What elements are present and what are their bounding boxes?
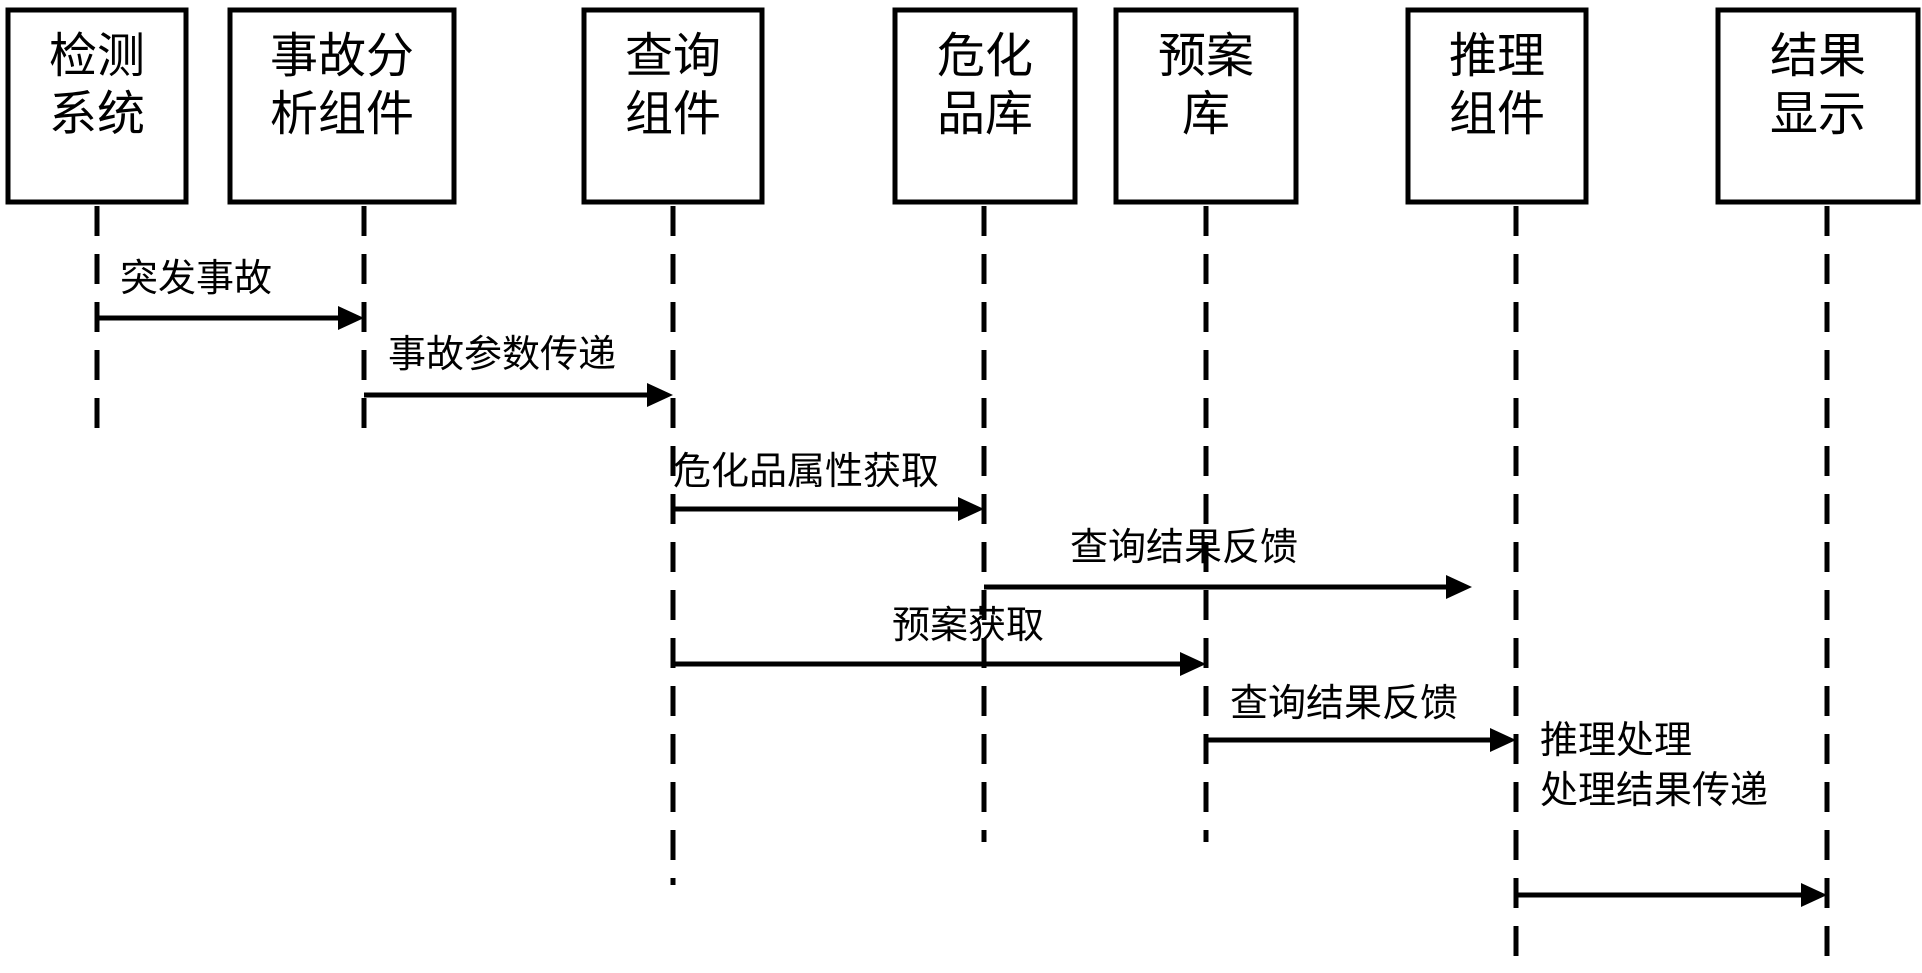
participant-box <box>1405 7 1589 205</box>
participant-label-line1: 查询 <box>625 28 721 84</box>
participant-reason: 推理 组件 <box>1405 7 1589 205</box>
message-m3: 危化品属性获取 <box>673 449 984 521</box>
message-m2: 事故参数传递 <box>364 332 673 407</box>
message-label: 处理结果传递 <box>1540 768 1768 812</box>
participant-box <box>581 7 765 205</box>
participant-detect: 检测 系统 <box>5 7 189 205</box>
participant-label-line2: 组件 <box>1449 86 1545 142</box>
message-label: 危化品属性获取 <box>673 449 939 493</box>
participant-label-line1: 检测 <box>49 28 145 84</box>
participant-label-line1: 预案 <box>1158 28 1254 84</box>
participant-label-line1: 结果 <box>1770 28 1866 84</box>
participant-label-line1: 推理 <box>1449 28 1545 84</box>
participant-label-line2: 析组件 <box>270 86 414 142</box>
participant-box <box>892 7 1078 205</box>
participant-plan: 预案 库 <box>1113 7 1299 205</box>
participant-box <box>1715 7 1921 205</box>
participant-accident: 事故分 析组件 <box>227 7 457 205</box>
message-m6: 查询结果反馈 <box>1206 681 1516 752</box>
message-label: 突发事故 <box>120 256 272 300</box>
participant-box <box>5 7 189 205</box>
participant-label-line1: 事故分 <box>270 28 414 84</box>
message-m5: 预案获取 <box>673 603 1206 676</box>
arrow-head-icon <box>338 306 364 330</box>
participant-label-line2: 组件 <box>625 86 721 142</box>
self-action-label: 推理处理 <box>1540 718 1692 762</box>
message-label: 事故参数传递 <box>388 332 616 376</box>
participant-box <box>1113 7 1299 205</box>
participant-label-line2: 系统 <box>49 86 145 142</box>
message-m1: 突发事故 <box>97 256 364 330</box>
participant-box <box>227 7 457 205</box>
message-m8: 处理结果传递 <box>1516 768 1827 907</box>
arrow-head-icon <box>1490 728 1516 752</box>
participant-display: 结果 显示 <box>1715 7 1921 205</box>
message-label: 查询结果反馈 <box>1070 525 1298 569</box>
participant-label-line1: 危化 <box>937 28 1033 84</box>
message-label: 预案获取 <box>892 603 1044 647</box>
message-label: 查询结果反馈 <box>1230 681 1458 725</box>
participant-query: 查询 组件 <box>581 7 765 205</box>
participant-label-line2: 显示 <box>1770 86 1866 142</box>
arrow-head-icon <box>647 383 673 407</box>
participant-chem: 危化 品库 <box>892 7 1078 205</box>
arrow-head-icon <box>1180 652 1206 676</box>
arrow-head-icon <box>958 497 984 521</box>
participant-label-line2: 品库 <box>937 86 1033 142</box>
message-m4: 查询结果反馈 <box>984 525 1472 599</box>
arrow-head-icon <box>1446 575 1472 599</box>
participant-label-line2: 库 <box>1182 86 1230 142</box>
arrow-head-icon <box>1801 883 1827 907</box>
